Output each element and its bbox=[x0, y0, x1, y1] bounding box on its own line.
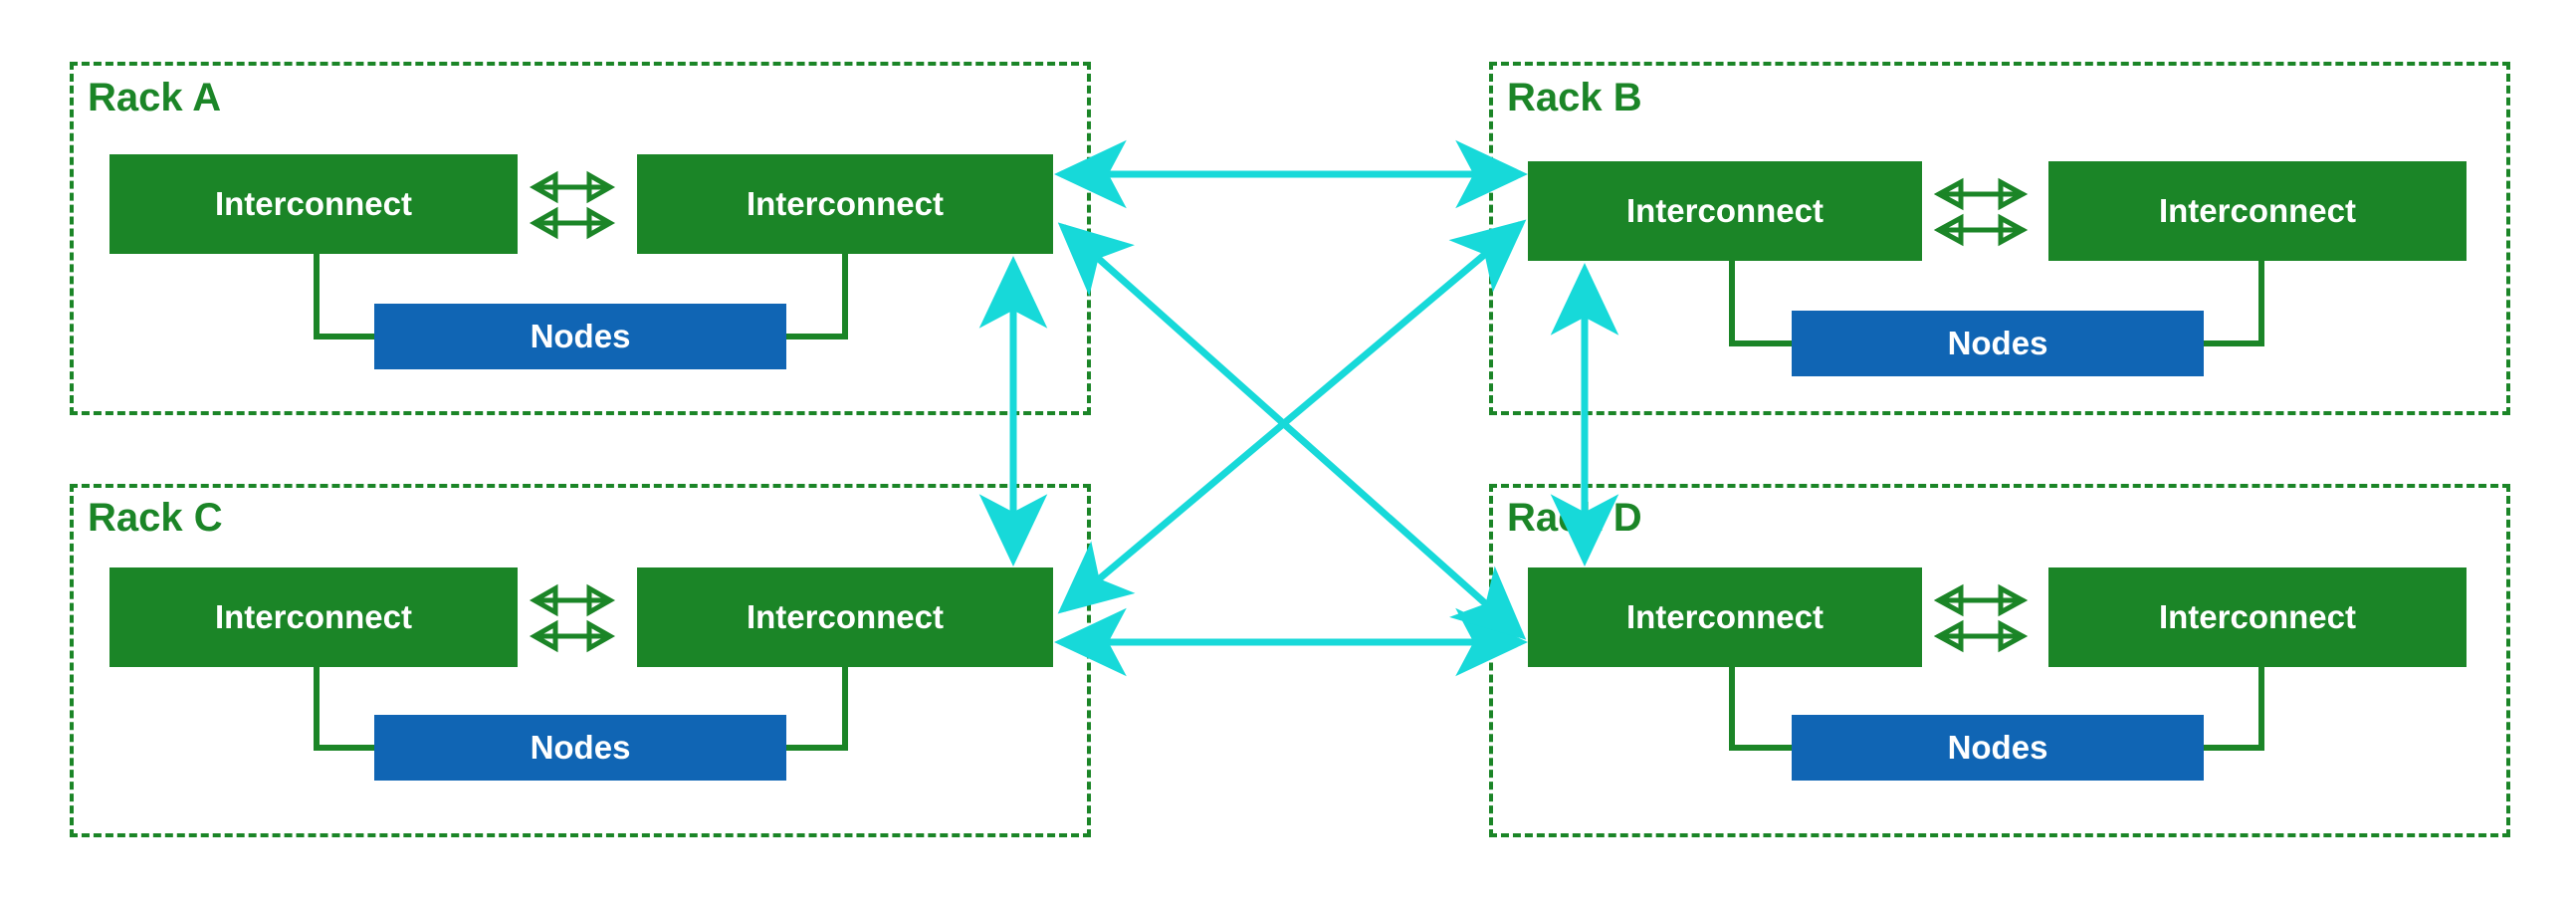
rack-c-label: Rack C bbox=[88, 496, 223, 540]
rack-d-left-interconnect[interactable]: Interconnect bbox=[1528, 567, 1922, 667]
rack-c-right-interconnect[interactable]: Interconnect bbox=[637, 567, 1053, 667]
rack-b-nodes[interactable]: Nodes bbox=[1792, 311, 2204, 376]
rack-a-left-interconnect[interactable]: Interconnect bbox=[109, 154, 518, 254]
rack-a-label: Rack A bbox=[88, 76, 222, 119]
rack-b-label: Rack B bbox=[1507, 76, 1642, 119]
rack-b-right-interconnect[interactable]: Interconnect bbox=[2048, 161, 2467, 261]
rack-a-nodes[interactable]: Nodes bbox=[374, 304, 786, 369]
link-rack-b-rack-c bbox=[1057, 219, 1527, 614]
rack-c-left-interconnect[interactable]: Interconnect bbox=[109, 567, 518, 667]
link-rack-a-rack-d bbox=[1057, 222, 1527, 640]
rack-a-right-interconnect[interactable]: Interconnect bbox=[637, 154, 1053, 254]
rack-b-left-interconnect[interactable]: Interconnect bbox=[1528, 161, 1922, 261]
rack-d-nodes[interactable]: Nodes bbox=[1792, 715, 2204, 781]
rack-d-label: Rack D bbox=[1507, 496, 1642, 540]
rack-d-right-interconnect[interactable]: Interconnect bbox=[2048, 567, 2467, 667]
rack-c-nodes[interactable]: Nodes bbox=[374, 715, 786, 781]
